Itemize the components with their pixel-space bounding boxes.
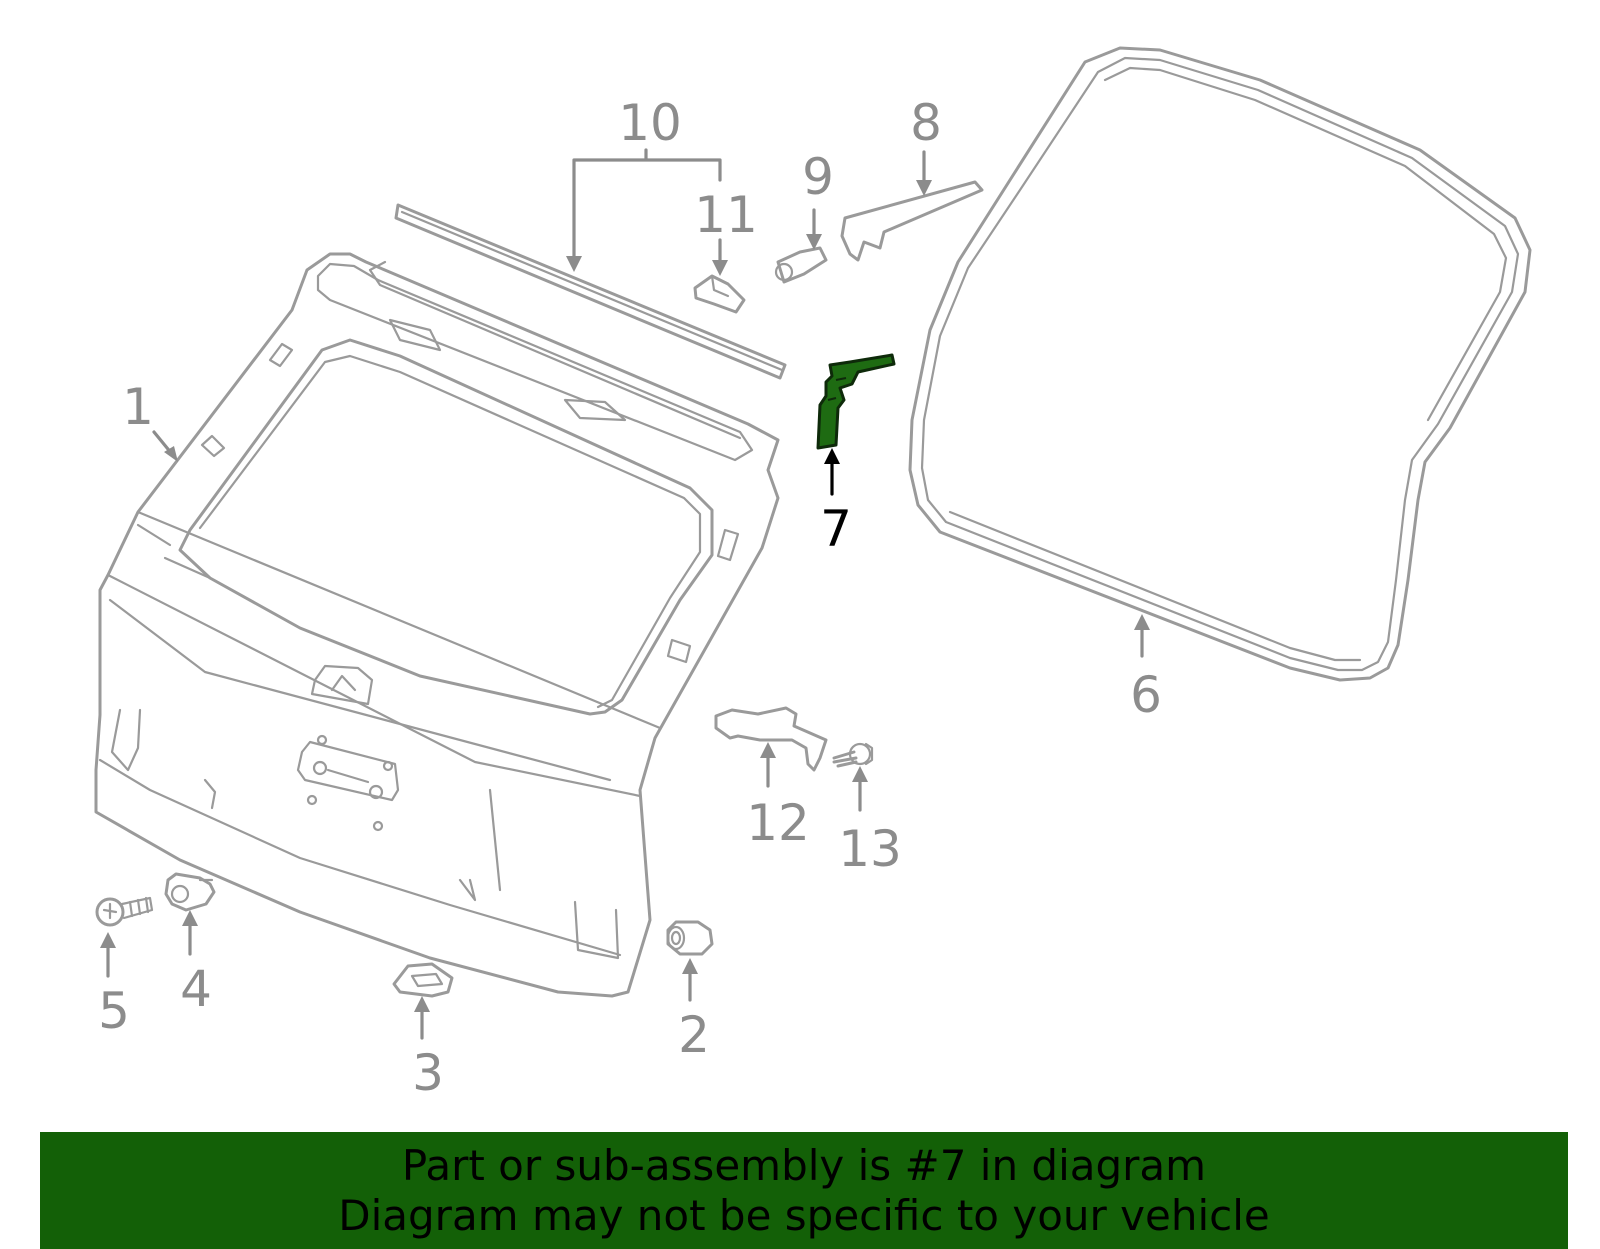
callout-11: 11 [694,186,758,244]
callout-10: 10 [618,94,682,152]
callout-6: 6 [1130,666,1162,724]
callout-3: 3 [412,1044,444,1102]
callout-labels: 1 10 11 9 8 7 6 12 13 5 4 3 2 [98,94,1162,1102]
arrowhead-13 [852,766,868,782]
screw-part-5 [95,896,154,927]
arrowhead-6 [1134,614,1150,630]
bumper-part-2 [666,920,714,956]
grommet-part-4 [164,872,216,912]
callout-4: 4 [180,960,212,1018]
arrowhead-2 [682,958,698,974]
callout-2: 2 [678,1006,710,1064]
molding-strip [394,203,787,380]
arrowhead-7 [824,448,840,464]
tailgate-panel [94,252,780,998]
bracket-part-8 [840,180,984,262]
callout-5: 5 [98,982,130,1040]
banner-line-1: Part or sub-assembly is #7 in diagram [401,1140,1207,1190]
clip-part-3 [392,962,454,998]
arrowhead-12 [760,742,776,758]
callout-13: 13 [838,820,902,878]
weatherstrip-part-6 [908,46,1532,682]
callout-12: 12 [746,794,810,852]
arrowhead-5 [100,932,116,948]
bolt-part-13 [832,742,874,768]
callout-1: 1 [122,378,154,436]
arrowhead-3 [414,996,430,1012]
arrowhead-10 [566,256,582,272]
arrowhead-11 [712,260,728,276]
callout-9: 9 [802,148,834,206]
leader-10 [572,148,722,260]
arrowhead-8 [916,180,932,196]
arrowhead-4 [182,910,198,926]
banner-line-2: Diagram may not be specific to your vehi… [338,1190,1270,1240]
callout-8: 8 [910,94,942,152]
callout-7: 7 [820,500,852,558]
info-banner: Part or sub-assembly is #7 in diagram Di… [40,1132,1568,1249]
fastener-part-9 [774,246,828,284]
arrowhead-9 [806,234,822,250]
arrowhead-1 [164,446,178,462]
clip-part-11 [693,274,746,314]
bracket-part-7 [816,353,896,450]
bracket-part-12 [714,706,828,772]
leader-lines [100,148,1150,1040]
